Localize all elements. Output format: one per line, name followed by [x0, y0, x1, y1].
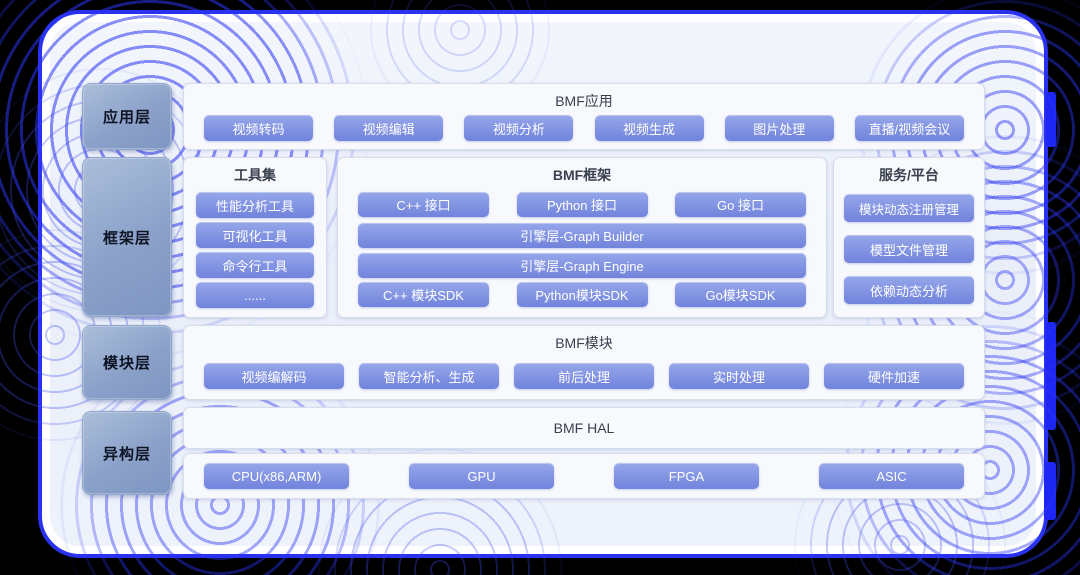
block-cpp-module-sdk: C++ 模块SDK: [358, 282, 489, 307]
panel-services-platform: 服务/平台 模块动态注册管理 模型文件管理 依赖动态分析: [833, 157, 985, 318]
panel-bmf-app-title: BMF应用: [555, 93, 613, 109]
block-go-module-sdk: Go模块SDK: [675, 282, 806, 307]
block-dependency-dynamic-analysis: 依赖动态分析: [844, 276, 974, 304]
panel-toolset-title: 工具集: [234, 167, 276, 183]
layer-label-framework: 框架层: [82, 157, 172, 317]
block-video-analysis: 视频分析: [464, 115, 574, 141]
layer-label-heterogeneous: 异构层: [82, 411, 172, 495]
panel-bmf-app: BMF应用 视频转码 视频编辑 视频分析 视频生成 图片处理 直播/视频会议: [183, 83, 985, 150]
block-image-processing: 图片处理: [724, 115, 834, 141]
block-fpga: FPGA: [614, 463, 759, 489]
block-live-video-conference: 直播/视频会议: [854, 115, 964, 141]
panel-bmf-hal-title: BMF HAL: [183, 407, 985, 449]
block-ai-analysis-generation: 智能分析、生成: [359, 363, 499, 389]
block-model-file-management: 模型文件管理: [844, 235, 974, 263]
block-graph-builder: 引擎层-Graph Builder: [358, 223, 806, 248]
module-blocks-row: 视频编解码 智能分析、生成 前后处理 实时处理 硬件加速: [204, 363, 964, 389]
panel-bmf-framework-title: BMF框架: [552, 167, 612, 183]
layer-label-module: 模块层: [82, 325, 172, 400]
hardware-blocks-row: CPU(x86,ARM) GPU FPGA ASIC: [204, 463, 964, 489]
panel-bmf-modules: BMF模块 视频编解码 智能分析、生成 前后处理 实时处理 硬件加速: [183, 325, 985, 400]
block-hardware-acceleration: 硬件加速: [824, 363, 964, 389]
block-python-interface: Python 接口: [516, 192, 648, 217]
block-realtime-processing: 实时处理: [669, 363, 809, 389]
block-cli-tool: 命令行工具: [196, 252, 314, 278]
panel-bmf-framework: BMF框架 C++ 接口 Python 接口 Go 接口 引擎层-Graph B…: [337, 157, 827, 318]
layer-label-application: 应用层: [82, 83, 172, 150]
block-pre-post-processing: 前后处理: [514, 363, 654, 389]
block-go-interface: Go 接口: [675, 192, 806, 217]
block-video-generation: 视频生成: [594, 115, 704, 141]
block-video-codec: 视频编解码: [204, 363, 344, 389]
framework-interface-row: C++ 接口 Python 接口 Go 接口: [358, 192, 806, 217]
app-blocks-row: 视频转码 视频编辑 视频分析 视频生成 图片处理 直播/视频会议: [204, 115, 964, 141]
framework-sdk-row: C++ 模块SDK Python模块SDK Go模块SDK: [358, 282, 806, 307]
panel-bmf-hal-hardware: CPU(x86,ARM) GPU FPGA ASIC: [183, 453, 985, 499]
block-gpu: GPU: [409, 463, 554, 489]
block-cpu: CPU(x86,ARM): [204, 463, 349, 489]
services-blocks: 模块动态注册管理 模型文件管理 依赖动态分析: [844, 194, 974, 304]
block-visualization-tool: 可视化工具: [196, 222, 314, 248]
block-more-tools: ......: [196, 282, 314, 308]
panel-bmf-modules-title: BMF模块: [555, 335, 613, 351]
panel-toolset: 工具集 性能分析工具 可视化工具 命令行工具 ......: [183, 157, 327, 318]
block-video-edit: 视频编辑: [334, 115, 444, 141]
block-python-module-sdk: Python模块SDK: [516, 282, 648, 307]
block-performance-analysis-tool: 性能分析工具: [196, 192, 314, 218]
toolset-blocks: 性能分析工具 可视化工具 命令行工具 ......: [196, 192, 314, 308]
block-video-transcode: 视频转码: [204, 115, 313, 141]
block-module-dynamic-registration: 模块动态注册管理: [844, 194, 974, 222]
panel-services-title: 服务/平台: [879, 167, 939, 183]
block-graph-engine: 引擎层-Graph Engine: [358, 253, 806, 278]
bmf-hal-title: BMF HAL: [553, 420, 615, 436]
block-cpp-interface: C++ 接口: [358, 192, 489, 217]
block-asic: ASIC: [819, 463, 964, 489]
